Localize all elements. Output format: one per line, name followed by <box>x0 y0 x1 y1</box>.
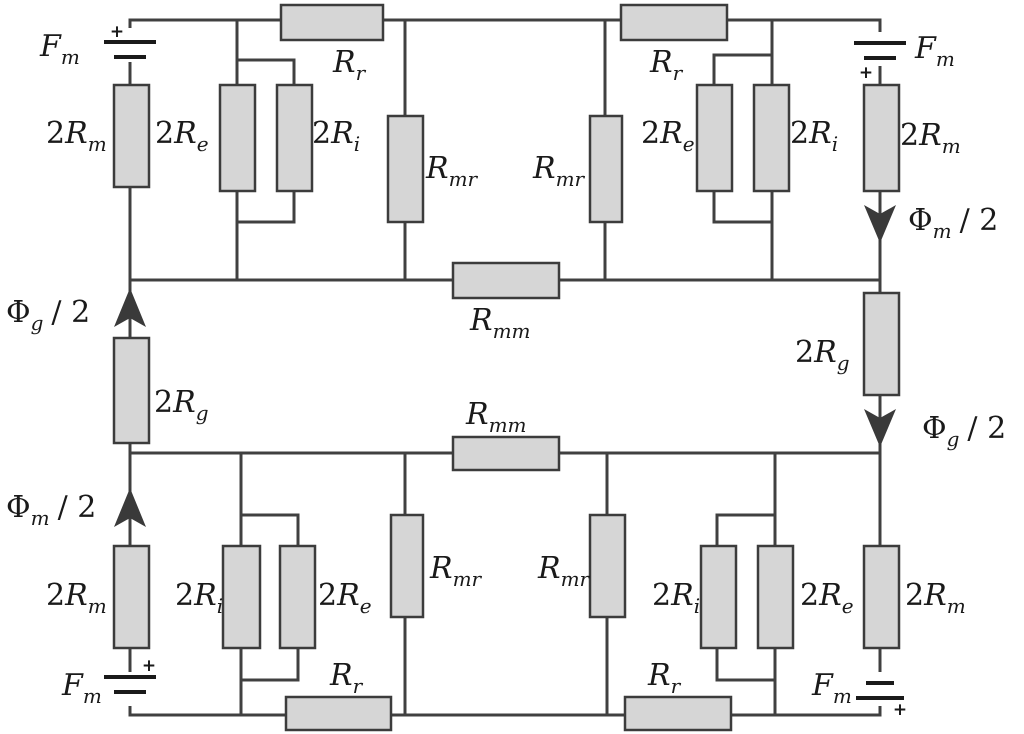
resistor-rmm-lower <box>451 435 561 472</box>
flux-arrow-up-icon <box>114 488 146 527</box>
label-rr: Rr <box>332 45 367 85</box>
label-flux-g: Φg/ 2 <box>922 411 1006 451</box>
resistor-2rg-right <box>862 291 901 397</box>
resistor-2rg-left <box>112 336 151 445</box>
resistor-rmr-upper-right <box>588 114 624 224</box>
label-rmr: Rmr <box>429 551 483 591</box>
label-2rm: 2Rm <box>905 578 966 618</box>
label-2rg: 2Rg <box>795 335 850 375</box>
battery-bottom-left: + <box>100 656 160 706</box>
label-rr: Rr <box>649 45 684 85</box>
battery-top-right: + <box>850 32 910 83</box>
flux-arrow-down-icon <box>864 205 896 243</box>
label-2ri: 2Ri <box>312 116 360 156</box>
resistor-2ri-lower-right <box>699 544 738 650</box>
label-fm: Fm <box>39 29 80 69</box>
flux-arrow-down-icon <box>864 409 896 447</box>
resistor-rr-bottom-left <box>284 695 393 732</box>
battery-top-left: + <box>100 22 160 62</box>
resistor-2rm-top-left <box>112 83 151 189</box>
flux-arrows <box>114 205 896 527</box>
label-2ri: 2Ri <box>652 578 700 618</box>
label-rr: Rr <box>647 658 682 698</box>
battery-bottom-right: + <box>850 672 910 720</box>
label-2rm: 2Rm <box>900 118 961 158</box>
label-rmr: Rmr <box>532 151 586 191</box>
label-2re: 2Re <box>318 578 372 618</box>
battery-plus-sign: + <box>142 656 156 676</box>
resistor-rmr-lower-right <box>588 513 627 619</box>
label-rr: Rr <box>329 658 364 698</box>
label-rmr: Rmr <box>537 551 591 591</box>
resistor-rmm-upper <box>451 261 561 300</box>
label-fm: Fm <box>914 31 955 71</box>
resistor-2rm-top-right <box>862 83 901 193</box>
label-fm: Fm <box>61 668 102 708</box>
resistor-rr-bottom-right <box>623 695 733 732</box>
resistor-2ri-upper-right <box>752 83 791 193</box>
battery-plus-sign: + <box>110 22 124 42</box>
label-rmr: Rmr <box>425 151 479 191</box>
label-2ri: 2Ri <box>175 578 223 618</box>
resistor-rmr-lower-left <box>389 513 425 619</box>
label-fm: Fm <box>811 668 852 708</box>
resistor-rr-top-right <box>619 3 729 42</box>
label-2re: 2Re <box>800 578 854 618</box>
resistor-2re-lower-right <box>756 544 795 650</box>
label-rmm: Rmm <box>469 303 531 343</box>
label-2re: 2Re <box>155 116 209 156</box>
resistor-2rm-bottom-right <box>862 544 901 650</box>
label-flux-m: Φm/ 2 <box>6 490 96 530</box>
label-2ri: 2Ri <box>790 116 838 156</box>
label-2rm: 2Rm <box>46 578 107 618</box>
resistor-2ri-lower-left <box>221 544 262 650</box>
resistor-2re-upper-left <box>218 83 257 193</box>
resistor-2ri-upper-left <box>275 83 314 193</box>
resistor-2rm-bottom-left <box>112 544 151 650</box>
resistor-rr-top-left <box>279 3 385 42</box>
label-flux-g: Φg/ 2 <box>6 295 90 335</box>
label-2rm: 2Rm <box>46 116 107 156</box>
battery-plus-sign: + <box>859 63 873 83</box>
label-2rg: 2Rg <box>154 385 209 425</box>
resistors <box>112 3 901 732</box>
flux-arrow-up-icon <box>114 288 146 327</box>
labels: Fm Fm Fm Fm Rr Rr Rr Rr 2Rm 2Rm 2Rm 2Rm … <box>6 29 1006 708</box>
label-flux-m: Φm/ 2 <box>908 203 998 243</box>
resistor-2re-upper-right <box>695 83 734 193</box>
resistor-2re-lower-left <box>278 544 317 650</box>
label-rmm: Rmm <box>465 397 527 437</box>
battery-plus-sign: + <box>893 700 907 720</box>
label-2re: 2Re <box>641 116 695 156</box>
resistor-rmr-upper-left <box>386 114 425 224</box>
